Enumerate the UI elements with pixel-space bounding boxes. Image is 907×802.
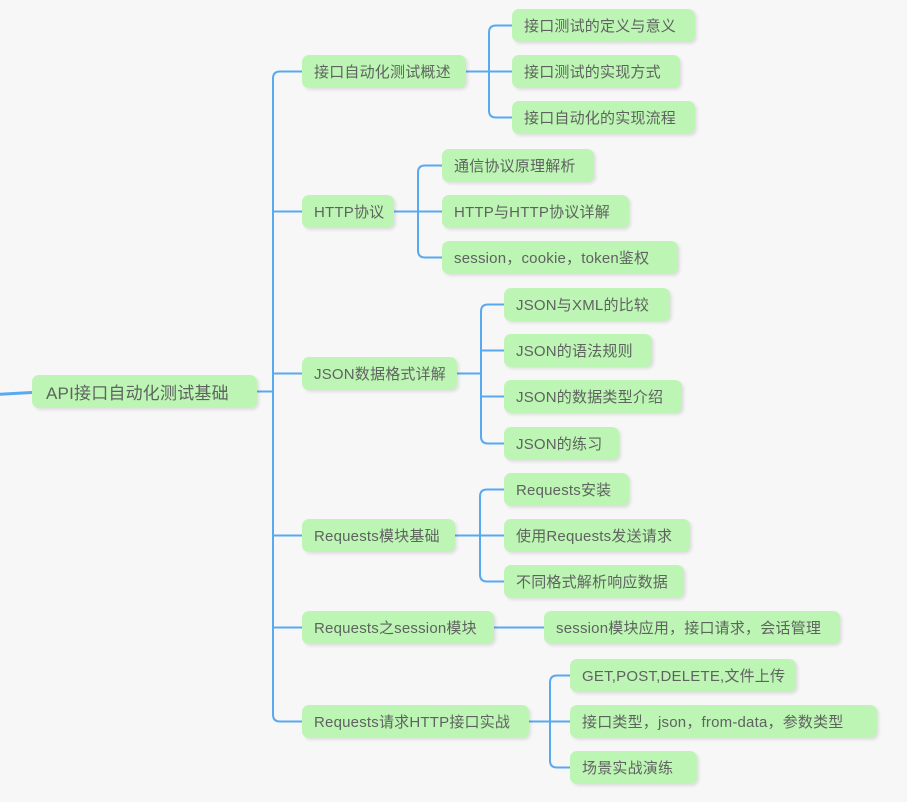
branch-6-child-1-node[interactable]: GET,POST,DELETE,文件上传: [570, 659, 796, 692]
branch-2-child-3-node[interactable]: session，cookie，token鉴权: [442, 241, 678, 274]
branch-4-node[interactable]: Requests模块基础: [302, 519, 455, 552]
branch-4-child-1-node[interactable]: Requests安装: [504, 473, 629, 506]
connector-line: [488, 24, 513, 34]
branch-4-child-2-node[interactable]: 使用Requests发送请求: [504, 519, 690, 552]
branch-1-child-1-node[interactable]: 接口测试的定义与意义: [512, 9, 695, 42]
branch-1-node[interactable]: 接口自动化测试概述: [302, 55, 466, 88]
branch-2-node[interactable]: HTTP协议: [302, 195, 394, 228]
connector-line: [479, 573, 505, 583]
branch-6-child-2-node[interactable]: 接口类型，json，from-data，参数类型: [570, 705, 877, 738]
branch-1-child-3-node[interactable]: 接口自动化的实现流程: [512, 101, 695, 134]
connector-line: [417, 249, 443, 259]
branch-3-node[interactable]: JSON数据格式详解: [302, 357, 457, 390]
branch-1-child-2-node[interactable]: 接口测试的实现方式: [512, 55, 680, 88]
branch-4-child-3-node[interactable]: 不同格式解析响应数据: [504, 565, 684, 598]
branch-3-child-2-node[interactable]: JSON的语法规则: [504, 334, 652, 367]
branch-5-node[interactable]: Requests之session模块: [302, 611, 494, 644]
branch-2-child-1-node[interactable]: 通信协议原理解析: [442, 149, 594, 182]
connector-line: [480, 303, 505, 313]
branch-6-child-3-node[interactable]: 场景实战演练: [570, 751, 697, 784]
connector-line: [549, 674, 571, 684]
branch-5-child-1-node[interactable]: session模块应用，接口请求，会话管理: [544, 611, 840, 644]
connector-line: [479, 488, 505, 498]
connector-line: [272, 713, 303, 723]
branch-3-child-4-node[interactable]: JSON的练习: [504, 427, 619, 460]
connector-line: [272, 70, 303, 80]
connector-line: [488, 109, 513, 119]
branch-6-node[interactable]: Requests请求HTTP接口实战: [302, 705, 529, 738]
root-node[interactable]: API接口自动化测试基础: [32, 375, 257, 408]
connector-line: [480, 435, 505, 445]
branch-3-child-1-node[interactable]: JSON与XML的比较: [504, 288, 670, 321]
connector-line: [417, 164, 443, 174]
branch-3-child-3-node[interactable]: JSON的数据类型介绍: [504, 380, 682, 413]
branch-2-child-2-node[interactable]: HTTP与HTTP协议详解: [442, 195, 629, 228]
connector-line: [549, 759, 571, 769]
connector-line: [0, 391, 34, 396]
